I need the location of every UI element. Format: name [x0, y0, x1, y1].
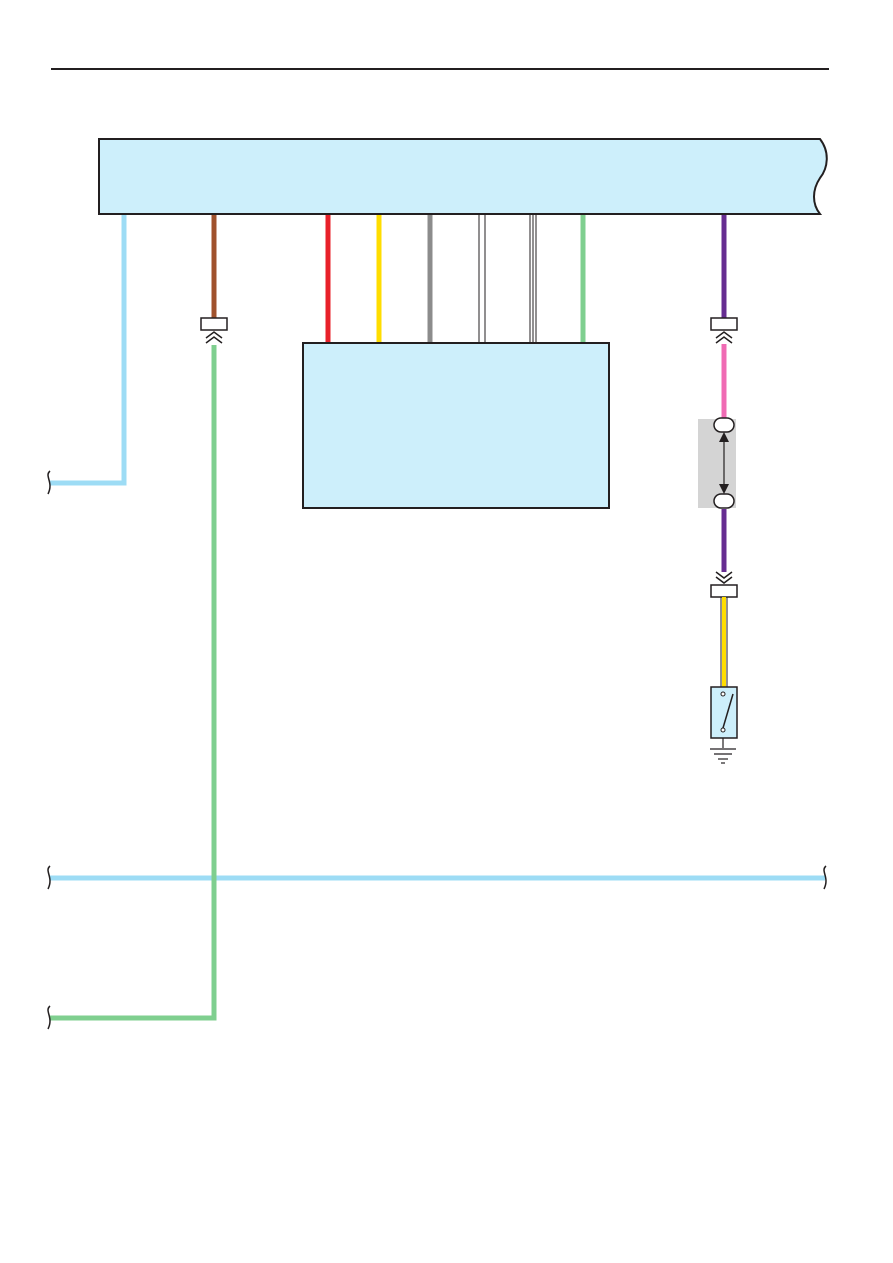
splice-top — [713, 417, 735, 433]
wire-break-left-2 — [47, 865, 51, 890]
connector-chevron-down-icon — [715, 571, 733, 584]
wire-break-left-3 — [47, 1005, 51, 1030]
connector-purple-pink — [710, 317, 738, 331]
connector-chevron-up-icon — [205, 331, 223, 344]
splice-bottom — [713, 493, 735, 509]
connector-brown-green — [200, 317, 228, 331]
ground-icon — [710, 748, 736, 764]
connector-purple-yellow — [710, 584, 738, 598]
arrow-down-icon — [719, 484, 729, 494]
sub-module — [302, 342, 610, 509]
wire-light-blue-left — [50, 215, 127, 486]
switch-contact-bottom — [720, 727, 726, 733]
switch-blade — [722, 693, 734, 729]
wire-break-left-1 — [47, 470, 51, 495]
switch-contact-top — [720, 691, 726, 697]
main-control-module — [98, 138, 828, 215]
shield-box — [698, 419, 736, 508]
connector-chevron-up-icon-2 — [715, 331, 733, 344]
wire-break-right — [823, 865, 827, 890]
arrow-up-icon — [719, 432, 729, 442]
wire-green-long — [50, 345, 217, 1021]
